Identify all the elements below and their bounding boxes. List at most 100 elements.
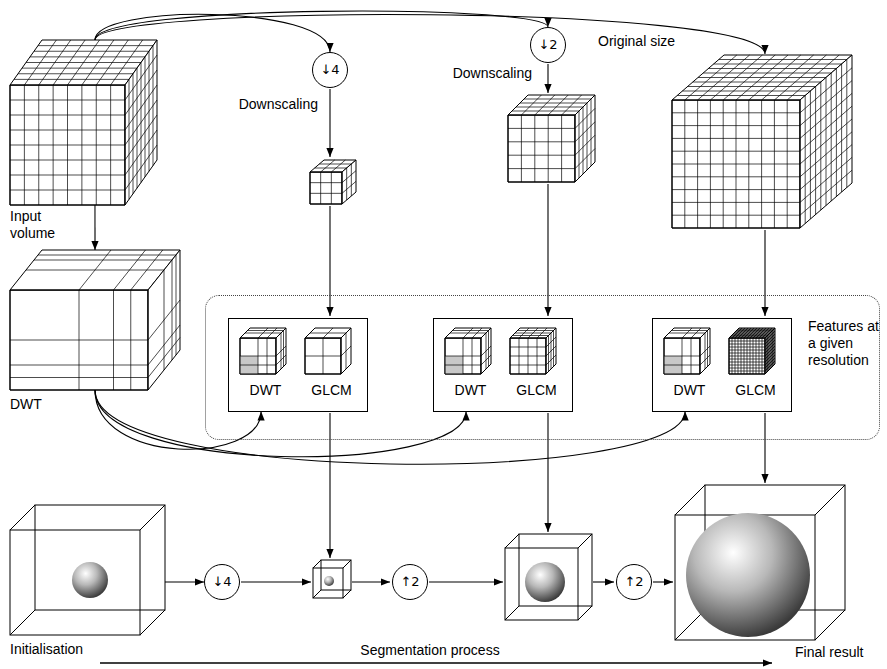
initialisation-volume: Initialisation xyxy=(10,505,165,635)
arrow xyxy=(764,230,765,316)
downscale-circle: ↓2 xyxy=(530,27,566,63)
grid-line xyxy=(453,330,489,331)
grid-line xyxy=(516,107,583,108)
grid-line xyxy=(149,51,150,171)
grid-line xyxy=(488,331,489,367)
grid-line xyxy=(800,132,852,177)
cube-edge xyxy=(508,115,575,182)
grid-line xyxy=(153,46,154,166)
operation-label: Downscaling xyxy=(226,96,318,113)
grid-line xyxy=(281,333,282,369)
grid-line xyxy=(26,270,164,271)
grid-line xyxy=(331,160,345,172)
cube-edge xyxy=(313,590,321,598)
cube-face xyxy=(342,160,356,204)
grid-line xyxy=(537,328,547,338)
grid-line xyxy=(705,333,706,369)
grid-line xyxy=(113,290,114,390)
cube-edge xyxy=(140,505,165,530)
grid-line xyxy=(691,328,701,338)
grid-line xyxy=(30,56,145,57)
scale-factor: ↑2 xyxy=(400,574,419,590)
arrow xyxy=(547,413,548,532)
cube-edge xyxy=(815,485,845,515)
voxel-cube xyxy=(510,328,556,374)
grid-line xyxy=(753,338,754,374)
grid-line xyxy=(765,361,775,371)
feature-box: DWTGLCM xyxy=(228,318,368,412)
cube-front xyxy=(313,568,343,598)
process-arrow xyxy=(100,662,772,664)
grid-line xyxy=(800,145,852,190)
cube-face xyxy=(148,250,180,390)
dwt-cube: DWT xyxy=(10,250,180,390)
node-label: Input volume xyxy=(10,208,72,242)
grid-line xyxy=(826,78,827,206)
arrow xyxy=(653,581,673,582)
grid-line xyxy=(125,145,157,190)
grid-line xyxy=(310,193,342,194)
grid-line xyxy=(125,115,157,160)
grid-line xyxy=(10,190,125,191)
grid-line xyxy=(512,111,579,112)
grid-line xyxy=(583,107,584,174)
curve-arrow xyxy=(95,15,765,54)
grid-line xyxy=(267,338,268,374)
voxel-cube xyxy=(508,95,595,182)
cube-face xyxy=(305,338,341,374)
cube-face xyxy=(10,290,148,390)
cube-edge xyxy=(445,338,481,374)
grid-line xyxy=(26,62,141,63)
cube-back xyxy=(519,534,592,606)
node-label: DWT xyxy=(657,382,723,399)
grid-line xyxy=(719,59,847,60)
grid-line xyxy=(762,338,763,374)
grid-line xyxy=(319,164,351,165)
voxel-cube xyxy=(305,328,351,374)
voxel-cube xyxy=(445,328,491,374)
grid-line xyxy=(729,368,765,369)
grid-line xyxy=(787,55,839,100)
grid-line xyxy=(346,168,347,200)
grid-line xyxy=(537,338,538,374)
cube-face xyxy=(10,85,125,205)
node-label: GLCM xyxy=(299,382,365,399)
grid-line xyxy=(800,170,852,215)
grid-line xyxy=(750,338,751,374)
feature-box: DWTGLCM xyxy=(652,318,792,412)
grid-line xyxy=(10,145,125,146)
cube-edge xyxy=(729,338,765,374)
grid-line xyxy=(481,355,491,365)
grid-line xyxy=(831,73,832,201)
connector xyxy=(165,581,204,582)
grid-line xyxy=(672,202,800,203)
grid-line xyxy=(114,250,146,290)
grid-line xyxy=(486,333,487,369)
cube-edge xyxy=(505,534,519,548)
node-label: GLCM xyxy=(504,382,570,399)
grid-line xyxy=(125,130,157,175)
grid-line xyxy=(276,355,286,365)
grid-line xyxy=(761,100,762,228)
grid-line xyxy=(145,57,146,177)
grid-line xyxy=(846,60,847,188)
grid-line xyxy=(524,99,591,100)
voxel-cube xyxy=(729,328,775,374)
cube-edge xyxy=(313,560,321,568)
grid-line xyxy=(762,55,814,100)
grid-line xyxy=(561,115,562,182)
grid-line xyxy=(546,355,556,365)
grid-line xyxy=(738,328,774,329)
grid-line xyxy=(81,85,82,205)
features-region: Features at a given resolutionDWTGLCMDWT… xyxy=(205,295,880,440)
cube-face xyxy=(481,328,491,374)
grid-line xyxy=(672,164,800,165)
scale-factor: ↓2 xyxy=(538,37,557,53)
grid-line xyxy=(800,157,852,202)
grid-line xyxy=(96,40,128,85)
cube-face xyxy=(445,338,481,374)
grid-line xyxy=(787,100,788,228)
operation-label: Downscaling xyxy=(440,65,532,82)
